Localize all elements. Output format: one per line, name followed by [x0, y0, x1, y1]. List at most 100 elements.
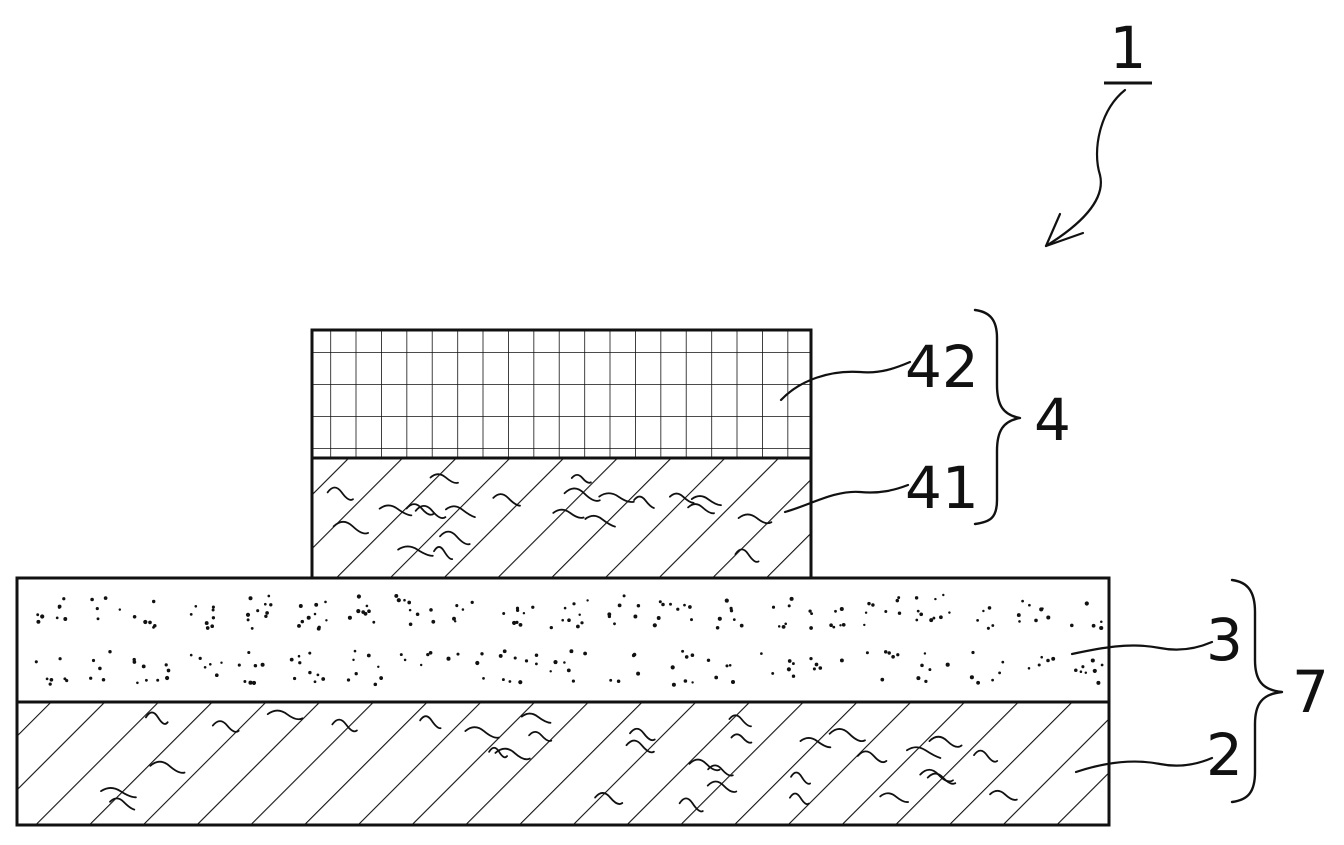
fiber-mark	[737, 513, 773, 525]
stipple-dot	[89, 676, 93, 680]
stipple-dot	[771, 605, 776, 609]
fiber-mark	[488, 746, 508, 759]
fiber-mark	[706, 780, 738, 793]
stipple-dot	[1051, 656, 1056, 661]
stipple-dot	[884, 610, 888, 613]
callout-41: 41	[783, 454, 979, 522]
stipple-dot	[1021, 599, 1024, 603]
stipple-dot	[403, 598, 406, 602]
label-7: 7	[1292, 658, 1329, 726]
fiber-mark	[989, 789, 1018, 801]
stipple-dot	[1037, 663, 1041, 667]
stipple-dot	[934, 597, 937, 601]
stipple-dot	[407, 600, 412, 605]
fiber-mark	[397, 545, 434, 557]
stipple-dot	[729, 609, 734, 613]
stipple-dot	[143, 619, 148, 625]
fiber-mark	[100, 787, 137, 799]
fiber-mark	[563, 487, 601, 502]
fiber-mark	[730, 733, 753, 744]
stipple-dot	[165, 675, 170, 681]
stipple-dot	[841, 622, 846, 627]
stipple-dot	[1084, 671, 1088, 674]
stipple-dot	[403, 658, 407, 662]
fiber-mark	[520, 712, 552, 724]
stipple-dot	[269, 603, 273, 607]
stipple-dot	[633, 614, 638, 619]
stipple-dot	[572, 602, 576, 606]
stipple-dot	[314, 602, 319, 607]
stipple-dot	[1092, 668, 1097, 673]
stipple-dot	[91, 658, 96, 663]
stipple-dot	[580, 621, 584, 625]
stipple-dot	[141, 664, 146, 669]
stipple-dot	[209, 663, 212, 666]
fiber-mark	[926, 772, 957, 785]
leader-2	[1074, 756, 1214, 774]
fiber-mark	[707, 764, 734, 777]
stipple-dot	[34, 660, 38, 664]
stipple-dot	[246, 618, 250, 622]
stipple-dot	[453, 620, 457, 623]
fiber-mark	[734, 548, 760, 563]
stipple-dot	[164, 663, 168, 667]
fiber-mark	[625, 739, 655, 754]
stipple-dot	[308, 670, 312, 675]
fiber-mark	[598, 492, 635, 503]
stipple-dot	[1028, 603, 1031, 607]
stipple-dot	[108, 650, 112, 654]
stipple-dot	[553, 660, 558, 665]
layer-3	[15, 576, 1111, 704]
stipple-dot	[863, 623, 866, 627]
stipple-dot	[211, 616, 216, 620]
stipple-dot	[49, 677, 54, 682]
leader-3	[1070, 640, 1214, 656]
stipple-dot	[880, 677, 885, 682]
stipple-dot	[431, 619, 436, 624]
stipple-dot	[95, 607, 99, 611]
stipple-dot	[522, 611, 526, 615]
stipple-dot	[929, 618, 934, 623]
stipple-dot	[321, 677, 326, 681]
stipple-dot	[352, 658, 355, 662]
layer-41	[310, 456, 813, 580]
stipple-dot	[563, 661, 566, 664]
stipple-dot	[1100, 620, 1103, 623]
stipple-dot	[356, 609, 361, 614]
stipple-dot	[408, 622, 413, 627]
stipple-dot	[923, 652, 927, 655]
stipple-dot	[1074, 668, 1078, 673]
label-3: 3	[1206, 606, 1243, 674]
stipple-dot	[365, 604, 369, 608]
stipple-dot	[569, 649, 574, 654]
stipple-dot	[810, 612, 814, 616]
stipple-dot	[101, 678, 106, 682]
fiber-mark	[378, 504, 413, 517]
stipple-dot	[787, 659, 792, 663]
label-42: 42	[905, 333, 979, 401]
stipple-dot	[501, 678, 505, 682]
fiber-mark	[266, 709, 304, 721]
stipple-dot	[247, 650, 251, 655]
layer-42	[310, 328, 813, 460]
stipple-dot	[998, 671, 1002, 675]
stipple-dot	[470, 600, 474, 605]
callout-2: 2	[1074, 721, 1243, 789]
stipple-dot	[839, 658, 844, 663]
stipple-dot	[883, 650, 888, 654]
stipple-dot	[132, 615, 137, 619]
stipple-dot	[920, 663, 924, 668]
stipple-dot	[661, 602, 665, 607]
stipple-dot	[895, 598, 900, 603]
stipple-dot	[482, 677, 485, 680]
stipple-dot	[871, 603, 875, 607]
stipple-dot	[250, 627, 254, 630]
stipple-dot	[1040, 655, 1043, 659]
stipple-dot	[681, 649, 685, 653]
stipple-dot	[839, 624, 842, 627]
stipple-dot	[586, 599, 589, 602]
stipple-dot	[498, 653, 503, 658]
stipple-dot	[916, 609, 920, 613]
stipple-dot	[916, 676, 921, 681]
stipple-dot	[245, 612, 251, 617]
